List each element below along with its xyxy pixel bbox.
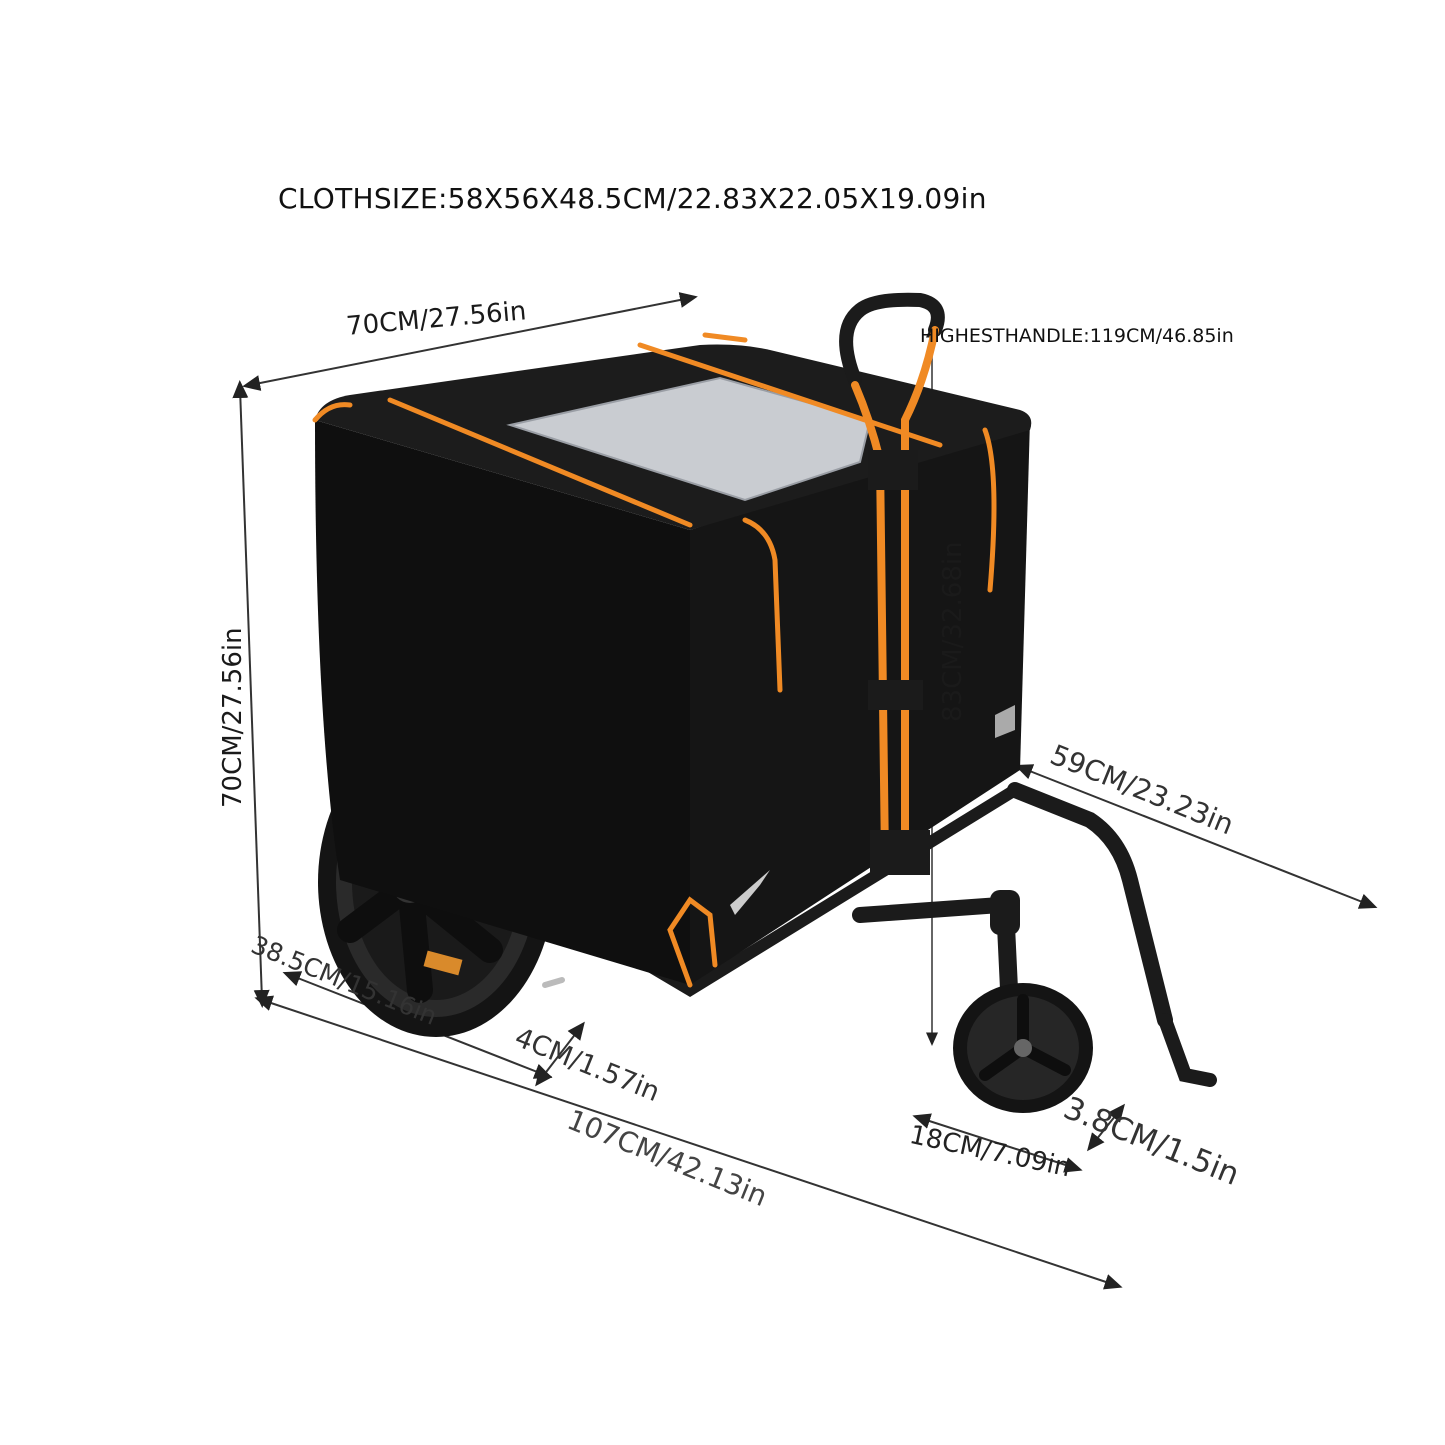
highest-handle-label: HIGHESTHANDLE:119CM/46.85in (920, 325, 1234, 347)
front-wheel (953, 890, 1093, 1113)
handle (839, 292, 945, 875)
hitch-line (1014, 764, 1378, 909)
top-width-line (242, 292, 698, 391)
cloth-size-label: CLOTHSIZE:58X56X48.5CM/22.83X22.05X19.09… (278, 182, 987, 215)
front-wheel-line (912, 1113, 1083, 1173)
left-height-label: 70CM/27.56in (218, 627, 248, 808)
left-height-line (232, 380, 270, 1008)
mid-height-label: 83CM/32.68in (938, 541, 968, 722)
tire-width-line (1087, 1103, 1125, 1152)
clearance-line (535, 1021, 585, 1087)
cargo-cover (312, 332, 1032, 988)
